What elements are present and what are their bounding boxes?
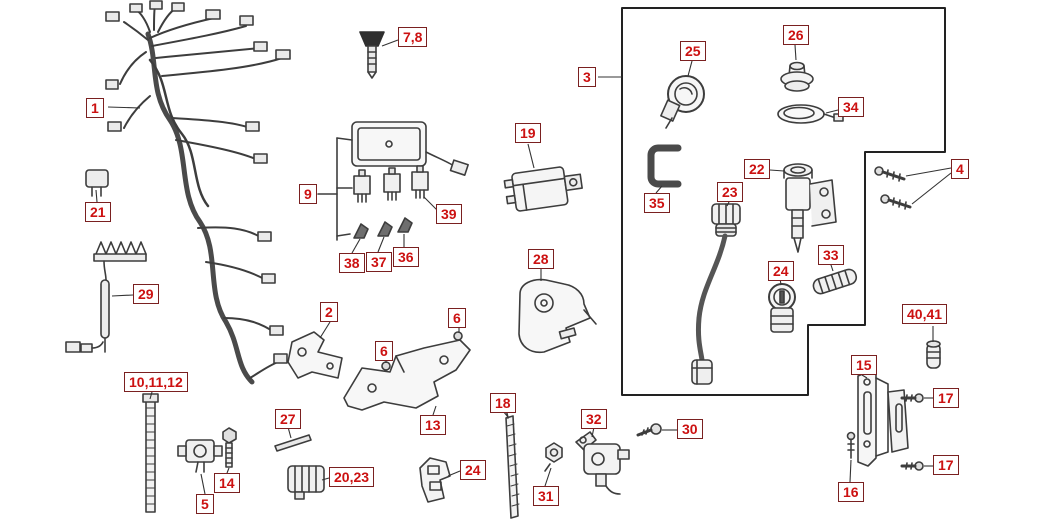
callout-6: 6 [375, 341, 393, 361]
callout-16: 16 [838, 482, 864, 502]
part-30-screw [636, 423, 662, 437]
part-27-pin [274, 434, 312, 452]
part-17-screw-bottom [900, 461, 924, 471]
part-25-socket [660, 75, 705, 129]
callout-20-23: 20,23 [329, 467, 375, 487]
part-16-screw [846, 431, 856, 459]
callout-2: 2 [320, 302, 338, 322]
part-14-bolt [222, 427, 237, 468]
part-5-sensor [177, 439, 223, 473]
callout-36: 36 [393, 247, 419, 267]
callout-39: 39 [436, 204, 462, 224]
callout-14: 14 [214, 473, 240, 493]
callout-9: 9 [299, 184, 317, 204]
part-17-screw-top [900, 393, 924, 403]
part-28-bracket [518, 278, 597, 354]
callout-27: 27 [275, 409, 301, 429]
part-36-37-38-clips [353, 217, 413, 239]
callout-4: 4 [951, 159, 969, 179]
callout-23: 23 [717, 182, 743, 202]
callout-13: 13 [420, 415, 446, 435]
callout-5: 5 [196, 494, 214, 514]
callout-31: 31 [533, 486, 559, 506]
callout-7-8: 7,8 [398, 27, 428, 47]
callout-32: 32 [581, 409, 607, 429]
callout-40-41: 40,41 [902, 304, 948, 324]
callout-37: 37 [366, 252, 392, 272]
part-23-connector-cable [691, 203, 741, 385]
part-24-lock-cylinder [768, 283, 796, 333]
part-2-bracket [287, 331, 343, 379]
callout-24: 24 [460, 460, 486, 480]
callout-10-11-12: 10,11,12 [124, 372, 188, 392]
part-22-ignition-switch [783, 163, 837, 253]
part-39-relays [353, 165, 429, 203]
callout-26: 26 [783, 25, 809, 45]
part-19-relay [503, 166, 583, 212]
callout-28: 28 [528, 249, 554, 269]
callout-17: 17 [933, 455, 959, 475]
callout-21: 21 [85, 202, 111, 222]
part-33-spring [812, 268, 858, 295]
part-group-3-outline [621, 7, 946, 396]
part-9-cdi-unit [317, 121, 469, 241]
part-13-bracket-plate [343, 339, 471, 411]
leader-lines [95, 39, 952, 495]
callout-6: 6 [448, 308, 466, 328]
part-24-connector-holder [419, 457, 451, 503]
part-31-nut [544, 442, 563, 472]
part-7-8-key [359, 31, 385, 79]
part-21-flasher-relay [85, 169, 109, 197]
callout-19: 19 [515, 123, 541, 143]
part-26-cap [780, 61, 814, 92]
callout-25: 25 [680, 41, 706, 61]
part-15-bracket [857, 369, 909, 467]
callout-24: 24 [768, 261, 794, 281]
part-32-ignition-coil [575, 431, 630, 495]
callout-3: 3 [578, 67, 596, 87]
callout-18: 18 [490, 393, 516, 413]
callout-1: 1 [86, 98, 104, 118]
callout-29: 29 [133, 284, 159, 304]
callout-30: 30 [677, 419, 703, 439]
part-1-wiring-harness [105, 0, 291, 385]
part-35-clip [647, 144, 682, 188]
callout-15: 15 [851, 355, 877, 375]
callout-33: 33 [818, 245, 844, 265]
callout-22: 22 [744, 159, 770, 179]
callout-35: 35 [644, 193, 670, 213]
part-29-terminal-strip [65, 241, 147, 353]
part-4-screws [874, 166, 912, 210]
callout-17: 17 [933, 388, 959, 408]
callout-34: 34 [838, 97, 864, 117]
callout-38: 38 [339, 253, 365, 273]
